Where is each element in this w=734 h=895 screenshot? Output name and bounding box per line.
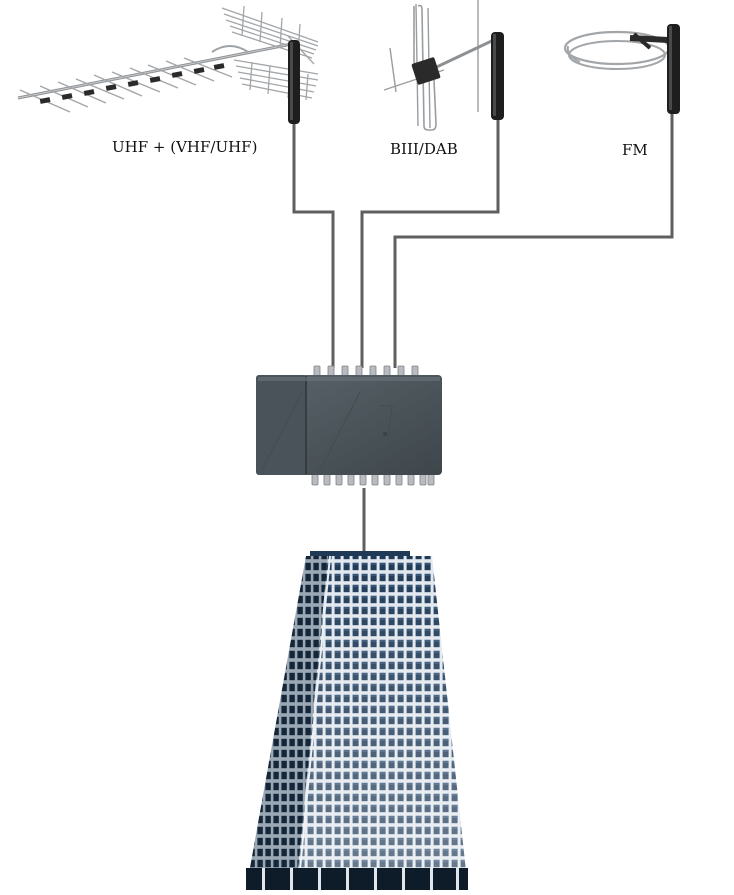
- multiswitch-amplifier-icon: [256, 365, 442, 486]
- label-dab-antenna: BIII/DAB: [390, 140, 458, 158]
- cable-dab: [360, 116, 500, 368]
- dipole-antenna-icon: [383, 0, 504, 131]
- yagi-antenna-icon: [17, 5, 319, 124]
- cable-uhf: [292, 120, 335, 368]
- circular-fm-antenna-icon: [563, 24, 680, 114]
- office-tower-icon: [246, 551, 468, 891]
- cable-fm: [393, 108, 674, 368]
- label-fm-antenna: FM: [622, 141, 648, 159]
- label-uhf-antenna: UHF + (VHF/UHF): [112, 138, 258, 156]
- coax-cables: [292, 108, 674, 552]
